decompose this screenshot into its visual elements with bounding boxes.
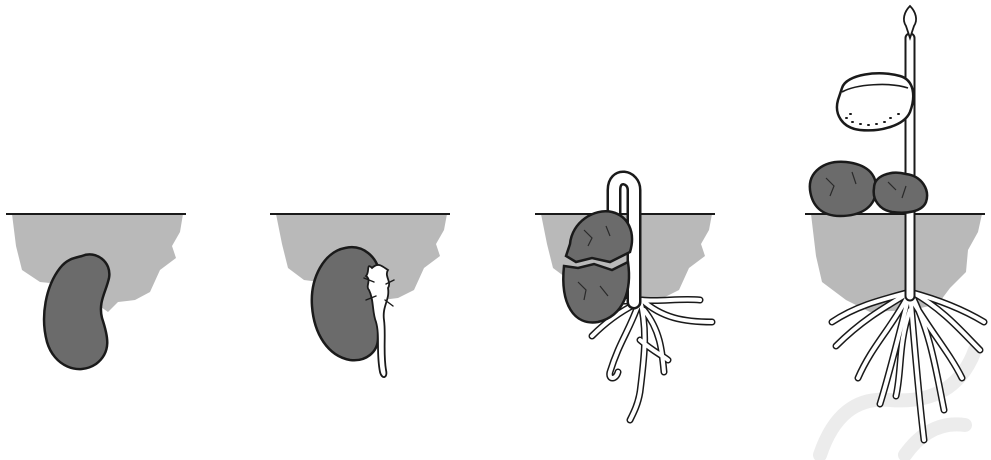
stage-1-seed <box>6 214 186 369</box>
stage-2-radicle <box>270 214 450 377</box>
cotyledon-left <box>810 162 876 216</box>
bean-seed <box>312 247 381 360</box>
seed-coat <box>837 73 913 130</box>
stage-4-seedling <box>805 6 985 440</box>
shoot-tip <box>904 6 916 38</box>
stage-3-hook <box>535 178 715 420</box>
cotyledon-right <box>874 173 927 213</box>
